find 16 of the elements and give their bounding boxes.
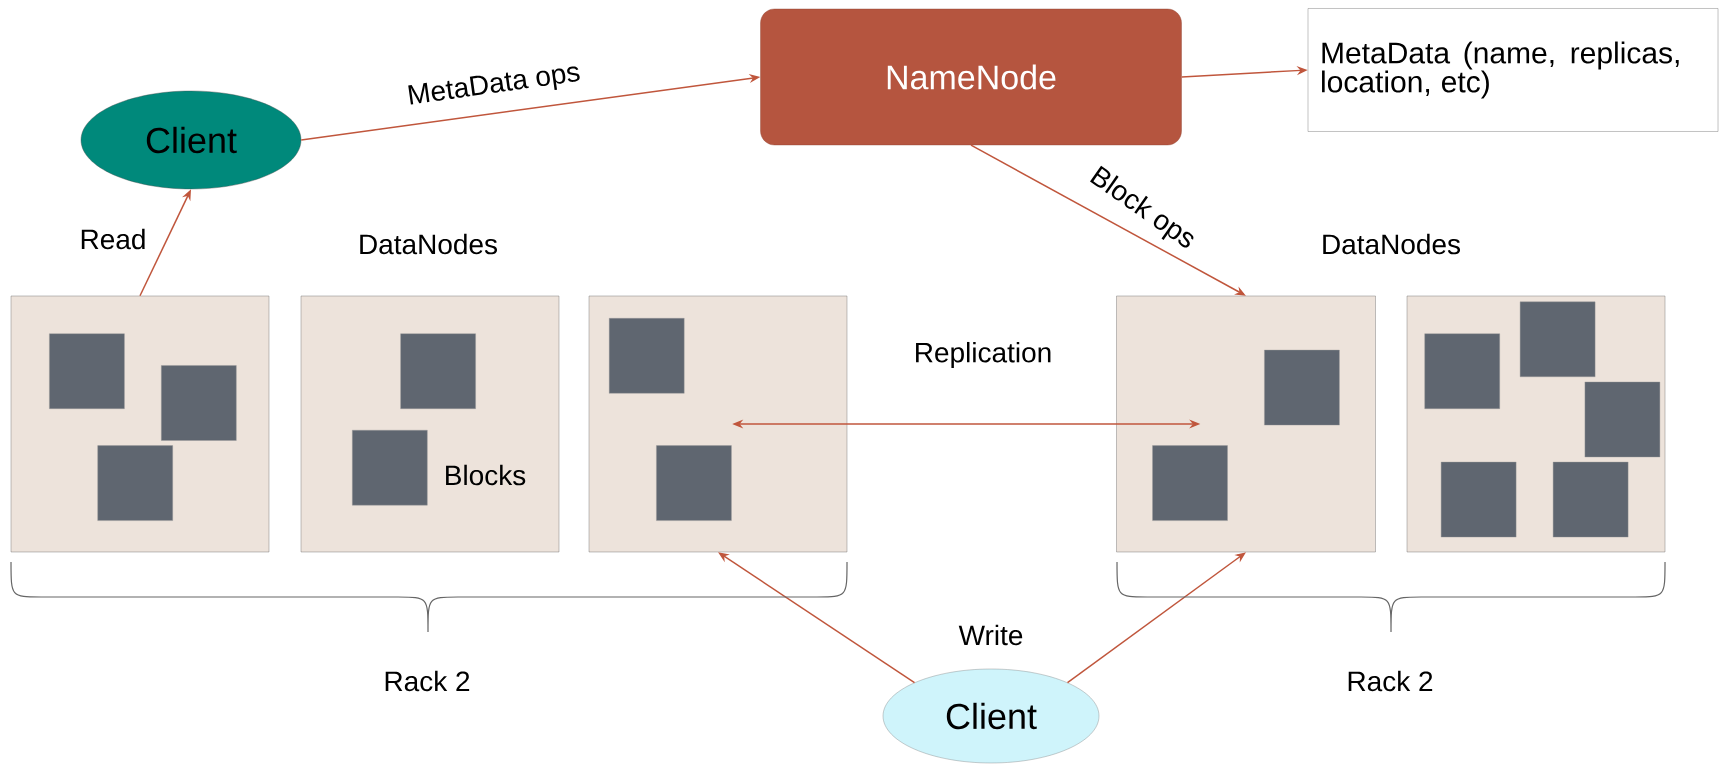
edge-label: Read [81, 228, 145, 250]
text-label: DataNodes [360, 233, 497, 255]
arrow [1066, 552, 1246, 684]
text-label: Rack 2 [1348, 670, 1433, 692]
ellipse-node: Client [882, 668, 1100, 764]
text-label: Write [958, 624, 1023, 646]
text-label: Rack 2 [385, 670, 470, 692]
metadata-box: MetaData (name, replicas, location, etc) [1307, 8, 1719, 132]
edge-label: MetaData ops [408, 66, 580, 105]
arrow [718, 552, 916, 684]
edge-label: Replication [916, 341, 1051, 369]
name-node-box: NameNode [760, 8, 1182, 146]
text-label: DataNodes [1323, 233, 1460, 255]
text-label: Blocks [446, 464, 526, 486]
arrow [970, 144, 1246, 296]
ellipse-node: Client [80, 90, 302, 190]
